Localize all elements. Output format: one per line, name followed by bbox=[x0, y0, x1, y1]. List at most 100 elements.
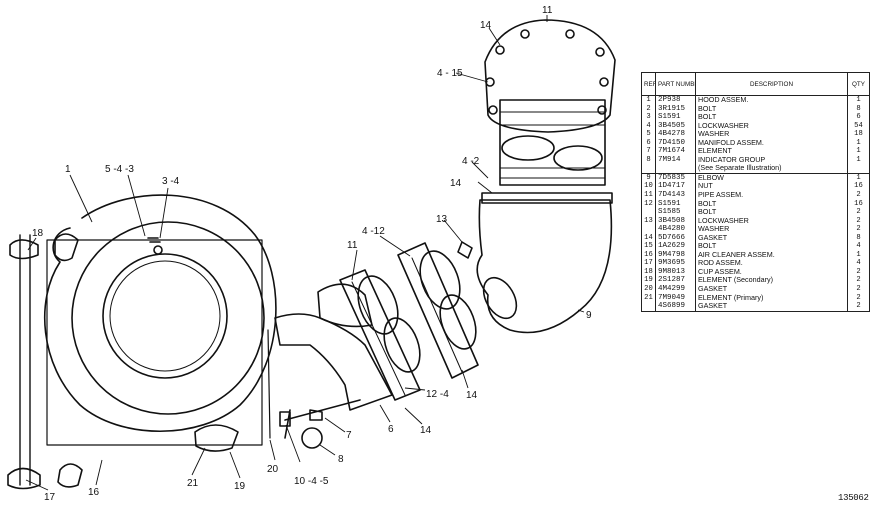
cell-ref: 12 bbox=[641, 199, 656, 209]
elbow bbox=[476, 199, 613, 334]
cell-qty: 8 bbox=[847, 104, 870, 114]
cell-part: 9M4798 bbox=[655, 250, 696, 260]
exploded-parts-diagram: 1 5 -4 -3 3 -4 18 17 16 21 19 20 10 -4 -… bbox=[7, 5, 616, 503]
cell-qty: 1 bbox=[847, 147, 870, 156]
cell-qty: 1 bbox=[847, 155, 870, 165]
cell-ref: 11 bbox=[641, 191, 656, 200]
cell-qty: 4 bbox=[847, 259, 870, 268]
cell-part: S1591 bbox=[655, 199, 696, 209]
cell-qty: 2 bbox=[847, 216, 870, 226]
callout-8: 8 bbox=[338, 454, 344, 465]
figure-id: 135062 bbox=[838, 493, 869, 503]
cup-assembly bbox=[9, 239, 39, 260]
cell-desc: LOCKWASHER bbox=[695, 121, 848, 131]
cell-ref: 2 bbox=[641, 104, 656, 114]
callout-14: 14 bbox=[420, 425, 432, 436]
callout-5-4-3: 5 -4 -3 bbox=[105, 164, 134, 175]
callout-4-2: 4 -2 bbox=[462, 156, 480, 167]
cell-desc: ELEMENT bbox=[695, 147, 848, 156]
cell-desc: GASKET bbox=[695, 302, 848, 312]
hood-inner-ring bbox=[71, 221, 265, 415]
cell-qty: 2 bbox=[847, 191, 870, 200]
cell-qty: 1 bbox=[847, 95, 870, 105]
cell-desc: GASKET bbox=[695, 233, 848, 243]
cell-qty: 16 bbox=[847, 182, 870, 192]
table-header-row: REF. NO. PART NUMBER DESCRIPTION QTY bbox=[641, 72, 870, 96]
cell-ref bbox=[641, 302, 656, 312]
cell-part: S1585 bbox=[655, 208, 696, 217]
cell-part: 4B4280 bbox=[655, 225, 696, 234]
cell-part: 7D5835 bbox=[655, 172, 696, 183]
cell-ref: 13 bbox=[641, 216, 656, 226]
pipe-bore-left bbox=[357, 275, 399, 335]
cell-desc: (See Separate Illustration) bbox=[695, 164, 848, 174]
callout-11: 11 bbox=[347, 240, 358, 251]
cell-qty: 2 bbox=[847, 208, 870, 217]
cell-qty bbox=[847, 164, 870, 174]
element-primary bbox=[194, 424, 239, 452]
cell-desc: LOCKWASHER bbox=[695, 216, 848, 226]
cell-ref: 5 bbox=[641, 130, 656, 139]
cell-part: 2S1287 bbox=[655, 276, 696, 286]
callout-14: 14 bbox=[466, 390, 478, 401]
callout-4-12: 4 -12 bbox=[362, 226, 385, 237]
cell-part: 1D4717 bbox=[655, 182, 696, 192]
cell-part: 9M8013 bbox=[655, 267, 696, 277]
callout-14: 14 bbox=[480, 20, 492, 31]
col-header-ref: REF. NO. bbox=[641, 72, 656, 96]
cell-desc: WASHER bbox=[695, 130, 848, 139]
cell-desc: WASHER bbox=[695, 225, 848, 234]
pipe-flange-right bbox=[397, 242, 479, 379]
callout-14: 14 bbox=[450, 178, 462, 189]
cell-part: 1A2629 bbox=[655, 242, 696, 251]
cell-desc: MANIFOLD ASSEM. bbox=[695, 138, 848, 148]
cell-ref: 10 bbox=[641, 182, 656, 192]
cell-part: 4M4299 bbox=[655, 285, 696, 294]
callout-10-4-5: 10 -4 -5 bbox=[294, 476, 329, 487]
cell-desc: AIR CLEANER ASSEM. bbox=[695, 250, 848, 260]
callout-6: 6 bbox=[388, 424, 394, 435]
cell-desc: BOLT bbox=[695, 242, 848, 251]
cell-part: 4B4278 bbox=[655, 130, 696, 139]
cell-qty: 16 bbox=[847, 199, 870, 209]
cell-part: 3B4508 bbox=[655, 216, 696, 226]
gasket-20 bbox=[267, 329, 271, 439]
air-cleaner-housing bbox=[46, 239, 263, 446]
cell-part: 2P938 bbox=[655, 95, 696, 105]
cell-desc: BOLT bbox=[695, 113, 848, 122]
cell-qty: 1 bbox=[847, 250, 870, 260]
callout-11: 11 bbox=[542, 5, 553, 16]
elbow-flange bbox=[481, 192, 613, 204]
table-row: (See Separate Illustration) bbox=[641, 164, 870, 174]
col-header-part: PART NUMBER bbox=[655, 72, 696, 96]
cell-ref: 9 bbox=[641, 172, 656, 183]
cell-ref: 4 bbox=[641, 121, 656, 131]
cell-desc: ROD ASSEM. bbox=[695, 259, 848, 268]
callout-13: 13 bbox=[436, 214, 448, 225]
callout-1: 1 bbox=[65, 164, 71, 175]
cell-part: 7M1674 bbox=[655, 147, 696, 156]
cell-part: 3B4505 bbox=[655, 121, 696, 131]
cell-part: 7M9049 bbox=[655, 293, 696, 303]
cell-ref: 19 bbox=[641, 276, 656, 286]
callout-16: 16 bbox=[88, 487, 100, 498]
hood-outlet bbox=[102, 253, 228, 379]
cell-ref: 21 bbox=[641, 293, 656, 303]
cell-desc: BOLT bbox=[695, 199, 848, 209]
manifold-assembly bbox=[274, 313, 393, 411]
